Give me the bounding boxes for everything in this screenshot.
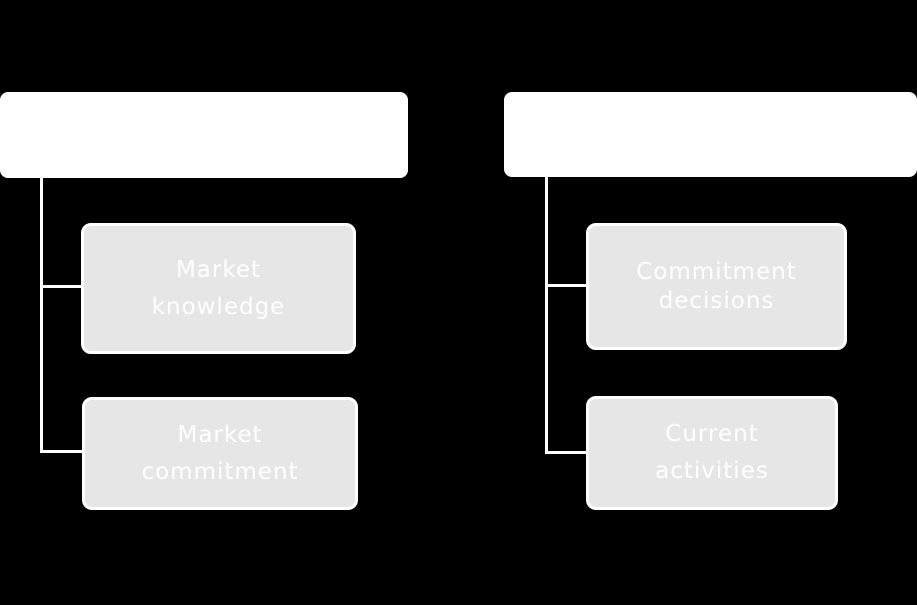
market-commitment-box: Market commitment — [82, 397, 358, 510]
right-header-box — [504, 92, 917, 177]
current-activities-box: Current activities — [586, 396, 838, 510]
left-connector-1 — [40, 285, 82, 288]
left-connector-2 — [40, 450, 84, 453]
market-knowledge-box: Market knowledge — [81, 223, 356, 354]
left-vertical-connector — [40, 176, 43, 453]
right-connector-2 — [545, 451, 588, 454]
market-commitment-label: Market commitment — [141, 421, 299, 485]
right-vertical-connector — [545, 176, 548, 454]
commitment-decisions-label: Commitment decisions — [636, 258, 797, 314]
right-connector-1 — [545, 284, 588, 287]
commitment-decisions-box: Commitment decisions — [586, 223, 847, 350]
current-activities-label: Current activities — [655, 421, 769, 484]
left-header-box — [0, 92, 408, 178]
market-knowledge-label: Market knowledge — [151, 256, 286, 320]
